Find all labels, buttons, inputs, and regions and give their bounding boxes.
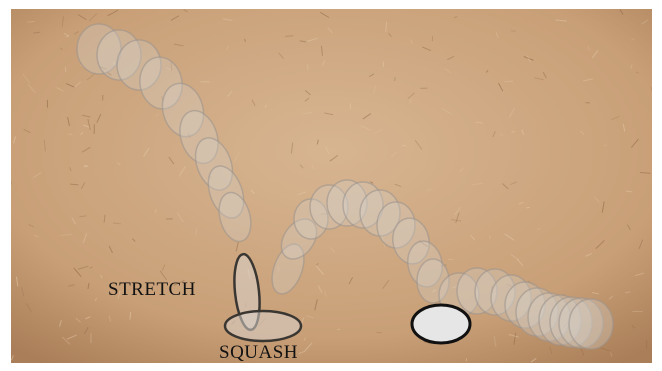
stretch-label: STRETCH — [108, 279, 196, 301]
squash-ellipse — [225, 311, 301, 341]
ghost-ball — [569, 299, 613, 349]
ball — [412, 305, 470, 343]
paper-background: STRETCH SQUASH — [11, 9, 652, 363]
bouncing-ball-diagram — [11, 9, 652, 363]
squash-label: SQUASH — [219, 342, 298, 363]
